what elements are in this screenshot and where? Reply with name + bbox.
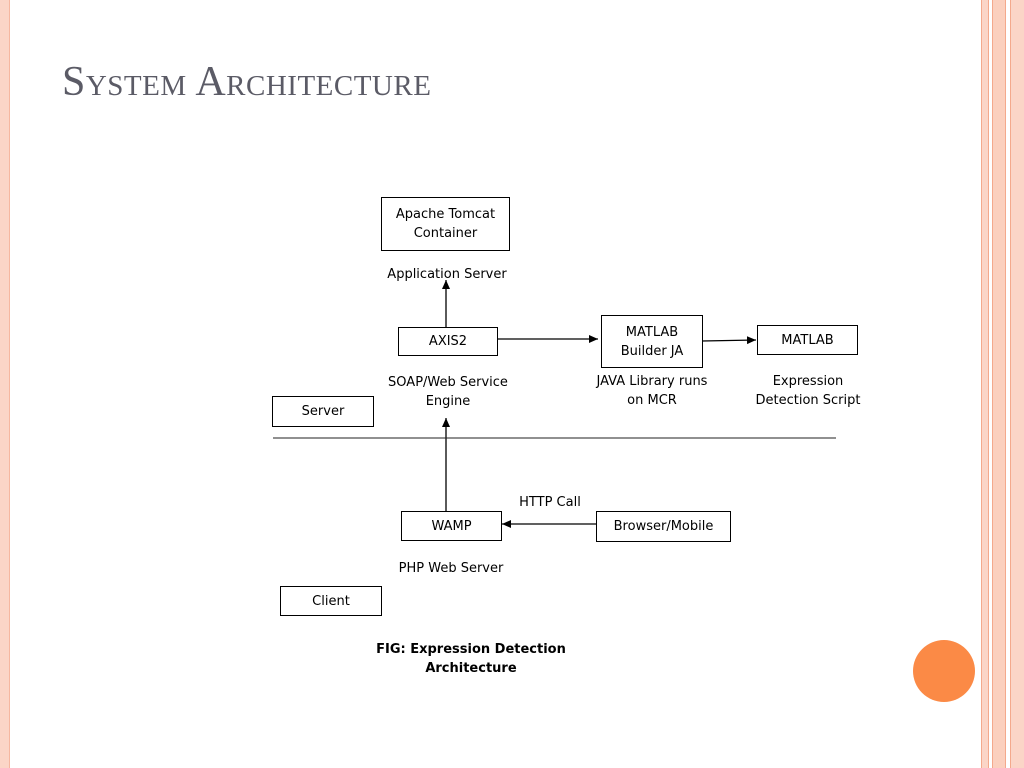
right-stripe-decoration: [1010, 0, 1024, 768]
node-axis2: AXIS2: [398, 327, 498, 356]
label-application-server: Application Server: [387, 267, 507, 282]
node-server: Server: [272, 396, 374, 427]
accent-circle-decoration: [913, 640, 975, 702]
label-php-web-server: PHP Web Server: [398, 561, 504, 576]
node-apache-tomcat: Apache Tomcat Container: [381, 197, 510, 251]
arrow-builder-to-matlab: [701, 336, 757, 345]
node-client: Client: [280, 586, 382, 616]
node-wamp: WAMP: [401, 511, 502, 541]
figure-caption: FIG: Expression Detection Architecture: [376, 642, 566, 676]
label-java-library: JAVA Library runs on MCR: [596, 374, 708, 408]
label-http-call: HTTP Call: [519, 495, 581, 510]
node-matlab-builder: MATLAB Builder JA: [601, 315, 703, 368]
slide-title: System Architecture: [62, 59, 432, 105]
node-matlab: MATLAB: [757, 325, 858, 355]
label-soap-engine: SOAP/Web Service Engine: [388, 375, 508, 409]
right-stripe-decoration: [992, 0, 1006, 768]
label-expression-script: Expression Detection Script: [755, 374, 861, 408]
left-border-decoration: [0, 0, 10, 768]
node-browser-mobile: Browser/Mobile: [596, 511, 731, 542]
right-stripe-decoration: [981, 0, 989, 768]
